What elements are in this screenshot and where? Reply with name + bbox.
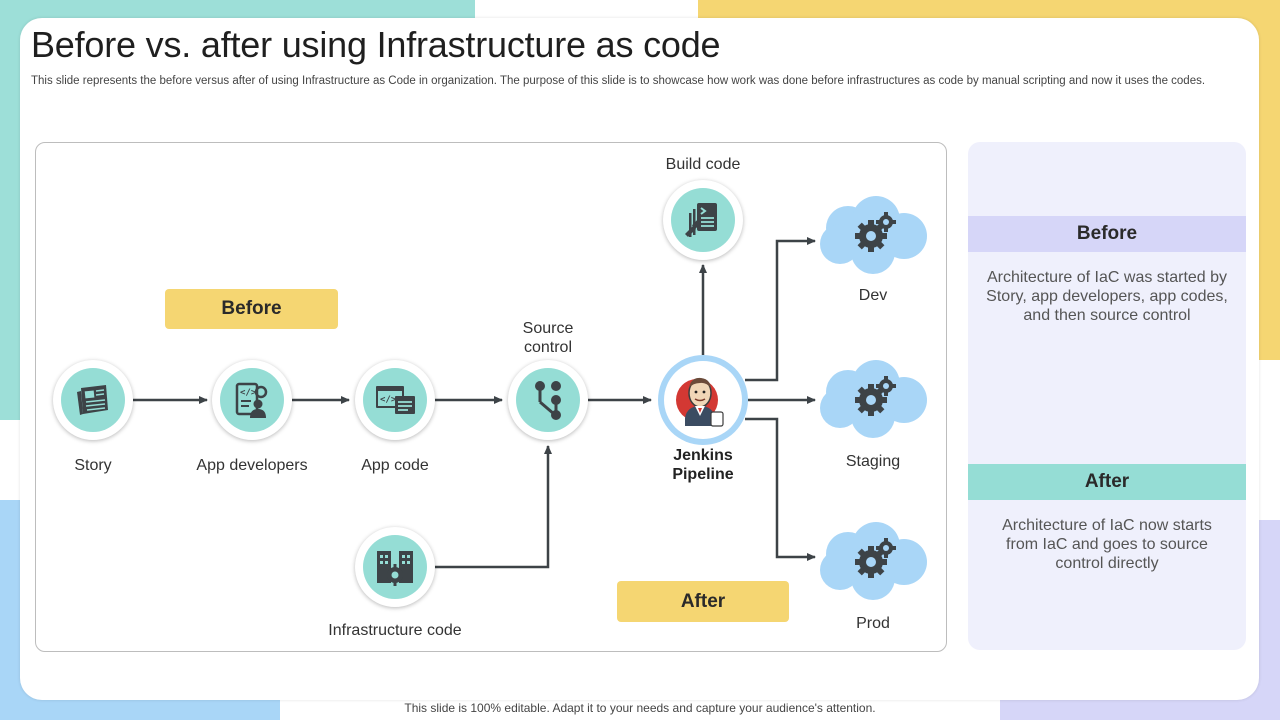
tag-before: Before bbox=[165, 289, 338, 329]
label-app-code: App code bbox=[361, 457, 429, 474]
node-source-control bbox=[508, 360, 588, 440]
node-infrastructure-code bbox=[355, 527, 435, 607]
label-source-control: Source control bbox=[522, 320, 574, 356]
svg-text:</>: </> bbox=[380, 395, 397, 405]
label-staging: Staging bbox=[845, 453, 901, 470]
label-prod: Prod bbox=[856, 615, 890, 632]
label-build-code: Build code bbox=[665, 156, 741, 173]
label-app-developers: App developers bbox=[196, 457, 308, 474]
node-app-code: </> bbox=[355, 360, 435, 440]
label-story: Story bbox=[74, 457, 112, 474]
arrow-jenkins-to-dev bbox=[745, 237, 816, 382]
node-app-developers: </> bbox=[212, 360, 292, 440]
page-subtitle: This slide represents the before versus … bbox=[31, 75, 1206, 87]
svg-text:</>: </> bbox=[240, 388, 257, 398]
label-jenkins-pipeline: Jenkins Pipeline bbox=[672, 447, 734, 483]
code-window-icon: </> bbox=[376, 386, 415, 414]
gear-icon bbox=[855, 546, 887, 578]
arrow-infrastructure-to-source-control bbox=[434, 445, 552, 569]
tag-after: After bbox=[617, 581, 789, 622]
branch-icon bbox=[535, 381, 561, 420]
cloud-prod bbox=[820, 522, 927, 600]
newspaper-icon bbox=[77, 385, 108, 415]
side-after-heading: After bbox=[968, 464, 1246, 500]
side-before-heading: Before bbox=[968, 216, 1246, 252]
node-story bbox=[53, 360, 133, 440]
cloud-staging bbox=[820, 360, 927, 438]
building-gear-icon bbox=[377, 551, 413, 586]
gear-icon bbox=[855, 384, 887, 416]
page-title: Before vs. after using Infrastructure as… bbox=[31, 24, 721, 65]
label-infrastructure-code: Infrastructure code bbox=[328, 622, 462, 639]
jenkins-logo bbox=[676, 377, 724, 427]
developer-icon: </> bbox=[235, 382, 268, 418]
node-build-code bbox=[663, 180, 743, 260]
node-jenkins-pipeline bbox=[658, 355, 748, 445]
build-document-icon bbox=[685, 203, 717, 237]
arrow-jenkins-to-prod bbox=[745, 417, 816, 561]
side-after-text: Architecture of IaC now starts from IaC … bbox=[1002, 517, 1212, 572]
footer-note: This slide is 100% editable. Adapt it to… bbox=[404, 701, 876, 715]
cloud-dev bbox=[820, 196, 927, 274]
label-dev: Dev bbox=[858, 287, 888, 304]
side-before-text: Architecture of IaC was started by Story… bbox=[986, 269, 1228, 324]
